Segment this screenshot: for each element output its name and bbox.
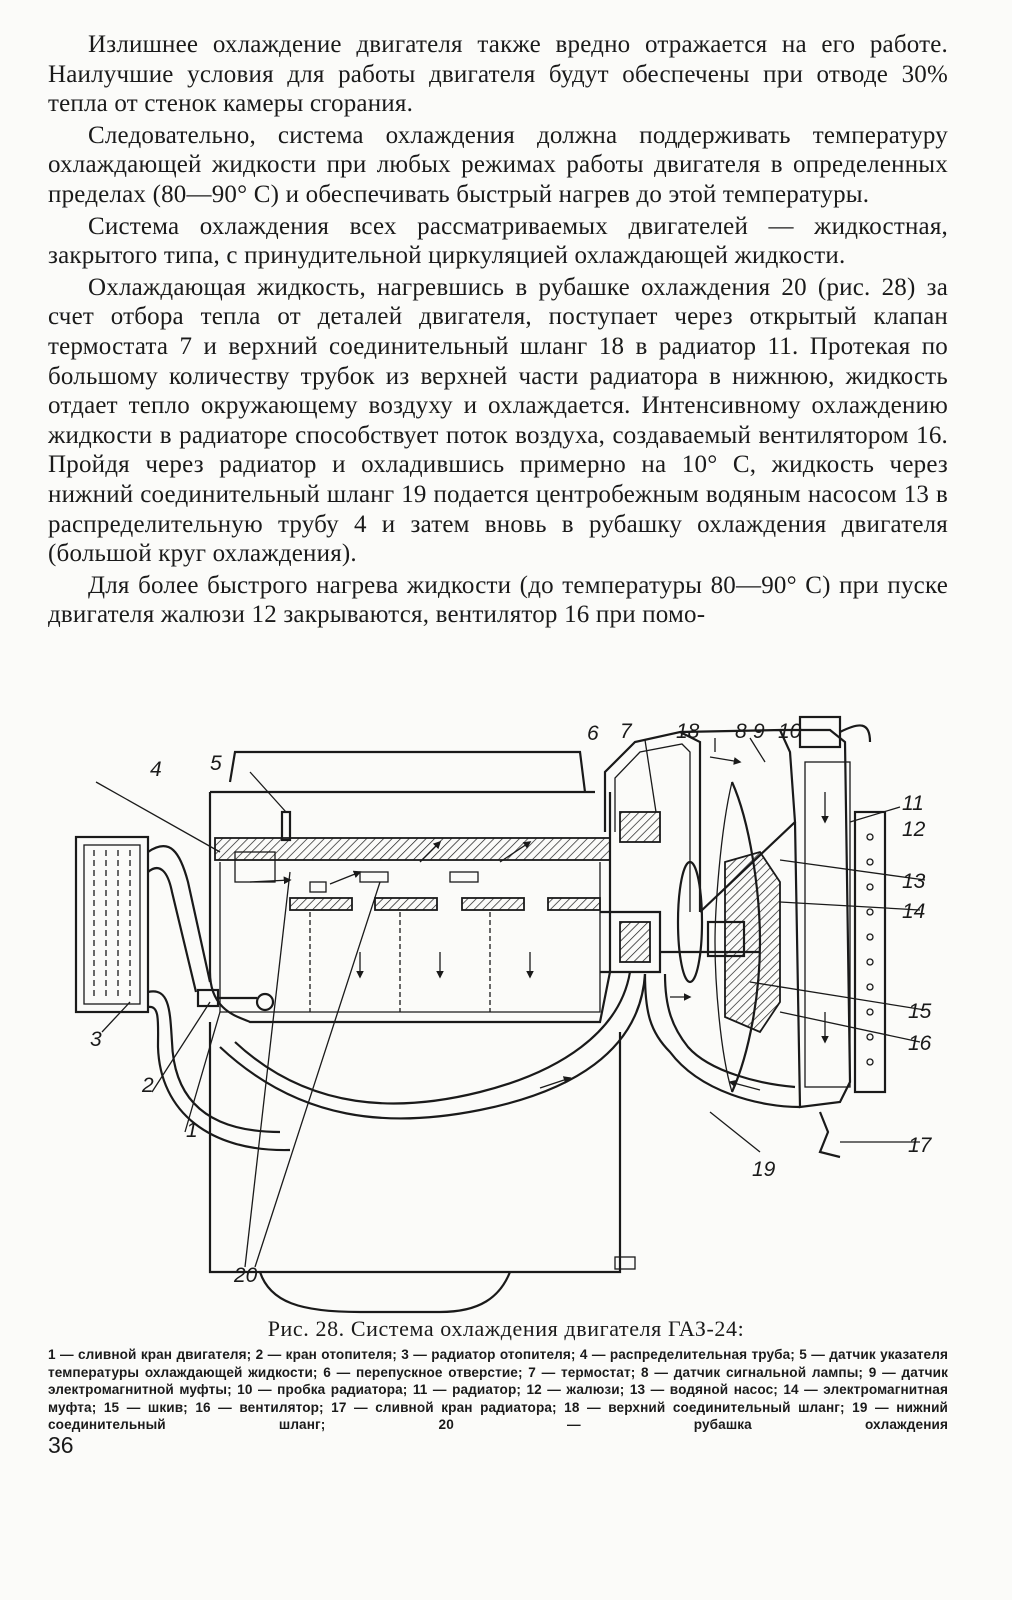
label-18: 18 <box>676 720 700 743</box>
label-16: 16 <box>908 1032 932 1055</box>
paragraph: Для более быстрого нагрева жидкости (до … <box>48 571 948 629</box>
leader-lines <box>95 737 926 1268</box>
label-4: 4 <box>150 758 162 781</box>
label-7: 7 <box>620 720 633 743</box>
label-3: 3 <box>90 1028 102 1051</box>
paragraph: Следовательно, система охлаждения должна… <box>48 121 948 208</box>
label-19: 19 <box>752 1158 776 1181</box>
figure-caption-title: Рис. 28. Система охлаждения двигателя ГА… <box>267 1316 745 1341</box>
label-6: 6 <box>587 722 599 745</box>
label-13: 13 <box>902 870 926 893</box>
heater-radiator <box>74 835 291 1152</box>
label-11: 11 <box>902 792 924 815</box>
label-10: 10 <box>778 720 802 743</box>
label-5: 5 <box>210 752 222 775</box>
paragraph: Излишнее охлаждение двигателя также вред… <box>48 31 948 118</box>
engine-block <box>196 750 647 1314</box>
thermostat-housing <box>600 728 797 974</box>
fan-assembly <box>660 781 781 1093</box>
label-2: 2 <box>141 1074 154 1097</box>
main-radiator <box>643 715 887 1159</box>
figure-legend: 1 — сливной кран двигателя; 2 — кран ото… <box>48 1347 948 1433</box>
label-9: 9 <box>753 720 765 743</box>
label-1: 1 <box>186 1119 198 1142</box>
label-8: 8 <box>735 720 747 743</box>
paragraph: Система охлаждения всех рассматриваемых … <box>48 212 948 270</box>
label-20: 20 <box>233 1264 258 1287</box>
label-17: 17 <box>908 1134 933 1157</box>
page-number: 36 <box>48 1432 74 1458</box>
text-body: Излишнее охлаждение двигателя также вред… <box>48 30 948 632</box>
label-12: 12 <box>902 818 926 841</box>
cooling-system-diagram: 1 2 3 4 5 6 7 8 9 10 11 12 13 14 15 16 1… <box>60 712 960 1317</box>
paragraph: Охлаждающая жидкость, нагревшись в рубаш… <box>48 273 948 568</box>
diagram-drawing: 1 2 3 4 5 6 7 8 9 10 11 12 13 14 15 16 1… <box>74 715 933 1314</box>
label-15: 15 <box>908 1000 932 1023</box>
label-14: 14 <box>902 900 925 923</box>
